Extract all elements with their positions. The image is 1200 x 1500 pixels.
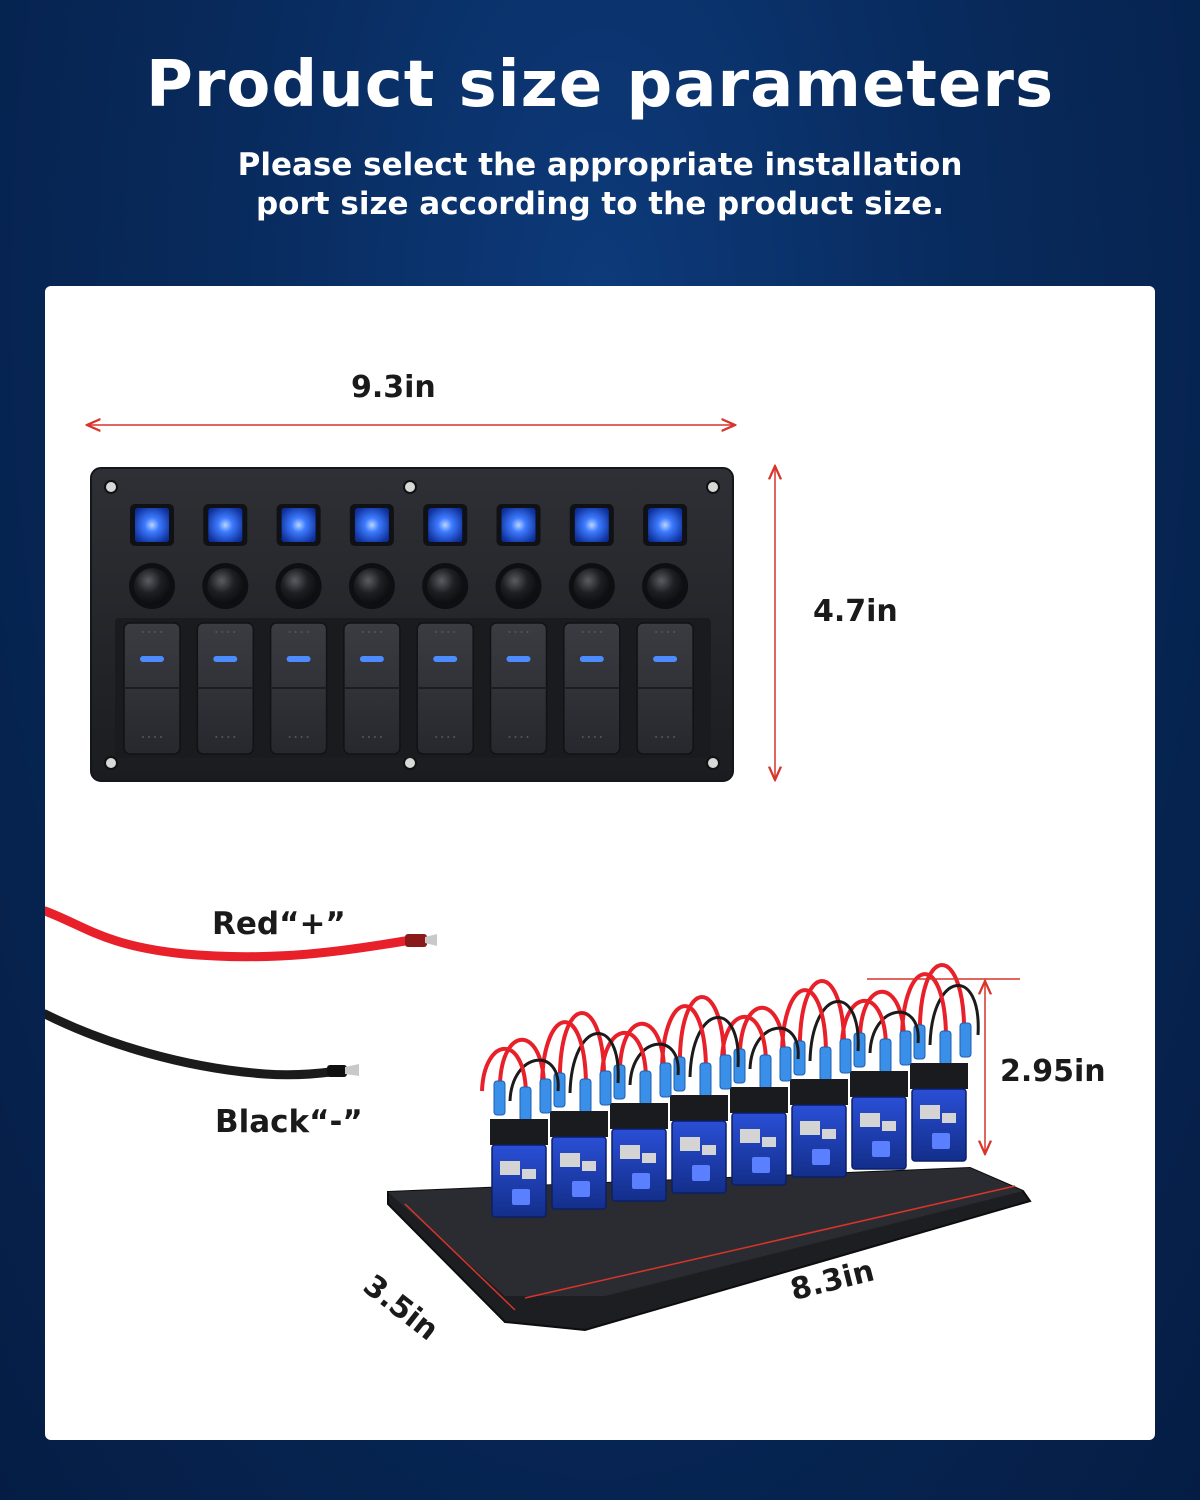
rear-switch-module xyxy=(660,995,740,1194)
fuse-cap-icon xyxy=(207,568,244,604)
page-subtitle: Please select the appropriate installati… xyxy=(237,147,963,222)
height-dimension-label: 4.7in xyxy=(813,594,898,629)
rear-switch-module xyxy=(600,1022,680,1202)
red-wire-label: Red“+” xyxy=(212,906,346,942)
indicator-led-icon xyxy=(135,508,169,542)
rear-switch-module xyxy=(480,1038,560,1218)
rocker-switch[interactable] xyxy=(343,504,401,755)
rear-switch-module xyxy=(900,963,980,1162)
fuse-cap-icon xyxy=(500,568,537,604)
rear-switch-module xyxy=(840,990,920,1170)
indicator-led-icon xyxy=(648,508,683,542)
page-title: Product size parameters xyxy=(145,48,1055,122)
wire-leads xyxy=(45,906,437,1080)
rocker-light-icon xyxy=(140,656,164,662)
indicator-led-icon xyxy=(428,508,463,542)
indicator-led-icon xyxy=(501,508,536,542)
black-wire-label: Black“-” xyxy=(215,1104,363,1140)
rocker-switch[interactable] xyxy=(269,504,328,755)
rear-switch-module xyxy=(720,1006,800,1186)
rocker-light-icon xyxy=(579,656,604,662)
rocker-switch[interactable] xyxy=(563,504,621,755)
fuse-cap-icon xyxy=(280,568,317,604)
rear-height-label: 2.95in xyxy=(1000,1054,1106,1089)
rocker-light-icon xyxy=(653,656,678,662)
rear-switch-module xyxy=(780,979,860,1178)
rocker-light-icon xyxy=(286,656,311,662)
fuse-cap-icon xyxy=(353,568,390,604)
rocker-light-icon xyxy=(506,656,531,662)
width-dimension-label: 9.3in xyxy=(351,370,436,405)
rocker-switch[interactable] xyxy=(196,504,255,755)
indicator-led-icon xyxy=(574,508,609,542)
product-card: 9.3in 4.7in Red“+” Black“-” 2.95in 3.5in… xyxy=(45,286,1155,1440)
rocker-light-icon xyxy=(433,656,458,662)
rocker-switch[interactable] xyxy=(489,504,548,755)
rocker-switch[interactable] xyxy=(416,504,474,755)
fuse-cap-icon xyxy=(647,568,684,604)
indicator-led-icon xyxy=(281,508,316,542)
rocker-light-icon xyxy=(213,656,238,662)
rocker-switch[interactable] xyxy=(123,504,181,755)
dimension-lines xyxy=(45,286,1032,1332)
rocker-light-icon xyxy=(359,656,384,662)
fuse-cap-icon xyxy=(427,568,464,604)
indicator-led-icon xyxy=(354,508,389,542)
rear-switch-module xyxy=(540,1011,620,1210)
rocker-switch[interactable] xyxy=(636,504,694,755)
indicator-led-icon xyxy=(208,508,243,542)
fuse-cap-icon xyxy=(573,568,610,604)
fuse-cap-icon xyxy=(134,568,170,604)
